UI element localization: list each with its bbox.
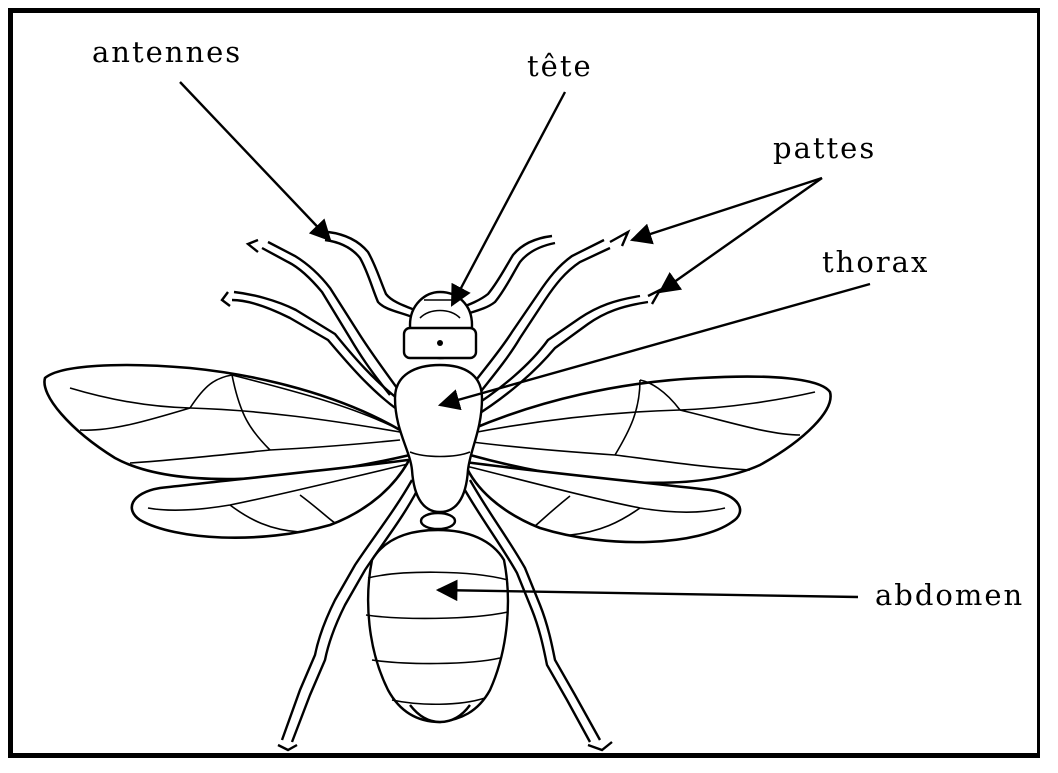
label-thorax: thorax [822, 245, 929, 279]
right-forewing [470, 377, 831, 483]
label-abdomen: abdomen [875, 578, 1024, 612]
head [404, 292, 476, 358]
petiole [421, 513, 455, 529]
left-forewing [44, 365, 410, 479]
thorax [395, 365, 482, 512]
label-pattes: pattes [773, 131, 876, 165]
label-antennes: antennes [92, 35, 242, 69]
label-tete: tête [527, 49, 593, 83]
abdomen [366, 530, 508, 722]
